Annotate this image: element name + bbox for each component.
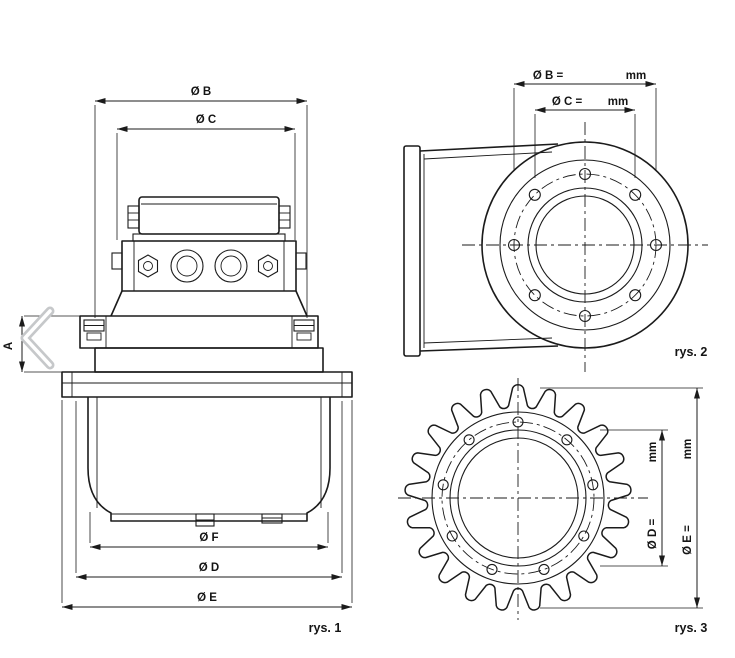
hex-plug-right [257,254,279,278]
dim-label-b2: Ø B = [533,70,564,82]
fig3-circles [398,378,648,620]
dim-label-b: Ø B [191,86,211,98]
dim-unit-e3: mm [682,439,694,459]
figure1-caption: rys. 1 [309,621,342,635]
bolt-hole [463,434,475,446]
figure3-caption: rys. 3 [675,621,708,635]
fig1-valve-block [110,240,308,317]
fig1-drum-housing [87,396,331,527]
housing-ring-circle [499,159,671,331]
port-left [170,249,204,283]
fig3-dimensions: mm Ø D = mm Ø E = [540,387,703,609]
dim-label-d: Ø D [199,562,219,574]
port-right [214,249,248,283]
fig1-top-cover [127,196,291,242]
fig2-dimensions: Ø B = mm Ø C = mm [513,70,657,178]
dim-unit-b2: mm [626,70,646,82]
figure2-caption: rys. 2 [675,345,708,359]
dim-label-e3: Ø E = [682,525,694,555]
figure3-drive-sprocket-view: mm Ø D = mm Ø E = rys. 3 [398,378,707,635]
dim-label-e: Ø E [197,592,217,604]
bolt-hole [578,530,590,542]
hex-plug-left [137,254,159,278]
dim-unit-c2: mm [608,96,628,108]
dim-unit-d3: mm [647,442,659,462]
figure1-final-drive-front-view: Ø B Ø C A Ø F Ø D Ø E rys. 1 [3,86,353,635]
fig2-housing-circles [462,122,708,372]
fig3-bolt-holes [437,416,599,575]
back-chevron-icon[interactable] [20,306,55,370]
dim-label-c: Ø C [196,114,216,126]
sprocket-outline [404,384,632,611]
fig1-dimensions: Ø B Ø C A Ø F Ø D Ø E [3,86,353,610]
figure2-motor-housing-side-view: Ø B = mm Ø C = mm rys. 2 [403,70,708,372]
bolt-hole [538,563,550,575]
dim-label-d3: Ø D = [647,519,659,550]
dim-label-c2: Ø C = [552,96,583,108]
dim-label-a: A [3,342,15,350]
dim-label-f: Ø F [199,532,218,544]
fig1-mounting-flange [61,315,353,398]
